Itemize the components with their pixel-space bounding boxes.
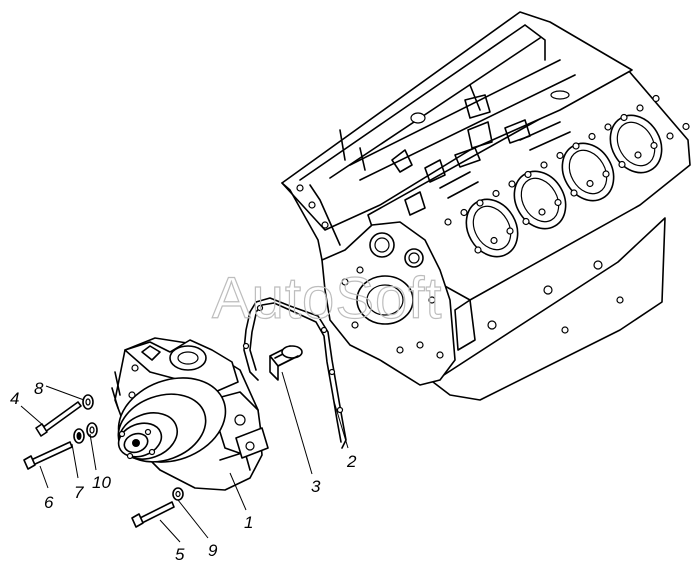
deck-bolt-hole — [650, 141, 658, 150]
deck-bolt-hole — [540, 161, 548, 169]
cylinder-bore — [472, 205, 512, 251]
deck-bolt-holes — [444, 94, 690, 254]
cylinder-bore — [520, 177, 560, 223]
callout-7: 7 — [74, 483, 84, 502]
callout-6: 6 — [44, 493, 54, 512]
deck-bolt-hole — [554, 198, 562, 207]
cylinder-bore — [616, 121, 656, 167]
deck-bolt-hole — [588, 132, 596, 141]
deck-bolt-hole — [506, 227, 514, 235]
deck-bolt-hole — [682, 122, 690, 131]
bolt-4 — [35, 401, 82, 437]
bolt-5 — [131, 501, 175, 528]
deck-bolt-hole — [620, 113, 628, 122]
deck-bolt-hole — [524, 170, 532, 179]
deck-bolt-hole — [538, 208, 546, 216]
callout-2: 2 — [346, 452, 357, 471]
stud-bolt — [269, 345, 303, 381]
deck-bolt-hole — [508, 180, 516, 188]
deck-bolt-hole — [490, 236, 498, 245]
washer-10 — [86, 422, 98, 438]
housing-assembly — [111, 337, 269, 491]
watermark: AutoSoft — [212, 266, 442, 331]
deck-bolt-hole — [634, 151, 642, 159]
callout-1: 1 — [244, 513, 253, 532]
cylinder-bore — [568, 149, 608, 195]
deck-bolt-hole — [572, 142, 580, 150]
deck-bolt-hole — [476, 199, 484, 207]
deck-bolt-hole — [492, 189, 500, 198]
deck-bolt-hole — [570, 189, 578, 197]
callout-4: 4 — [10, 389, 19, 408]
deck-bolt-hole — [556, 151, 564, 160]
deck-bolt-hole — [652, 94, 660, 103]
deck-bolt-hole — [522, 217, 530, 226]
deck-bolt-hole — [604, 123, 612, 131]
callout-9: 9 — [208, 541, 218, 560]
gasket — [242, 297, 347, 449]
callout-labels: 1 2 3 4 5 6 7 8 9 10 — [10, 379, 357, 564]
callout-8: 8 — [34, 379, 44, 398]
deck-bolt-hole — [602, 170, 610, 178]
deck-bolt-hole — [636, 104, 644, 112]
callout-10: 10 — [92, 473, 111, 492]
deck-bolt-hole — [666, 132, 674, 140]
cylinder-bores — [465, 114, 663, 258]
callout-5: 5 — [175, 545, 185, 564]
deck-bolt-hole — [474, 246, 482, 254]
washer-7 — [73, 428, 85, 444]
deck-bolt-hole — [460, 208, 468, 217]
leader-lines — [20, 371, 349, 543]
deck-bolt-hole — [444, 218, 452, 226]
bolt-6 — [23, 441, 73, 470]
washer-8 — [82, 394, 94, 410]
deck-bolt-hole — [586, 179, 594, 188]
washer-9 — [172, 487, 184, 501]
callout-3: 3 — [311, 477, 321, 496]
deck-bolt-hole — [618, 160, 626, 169]
